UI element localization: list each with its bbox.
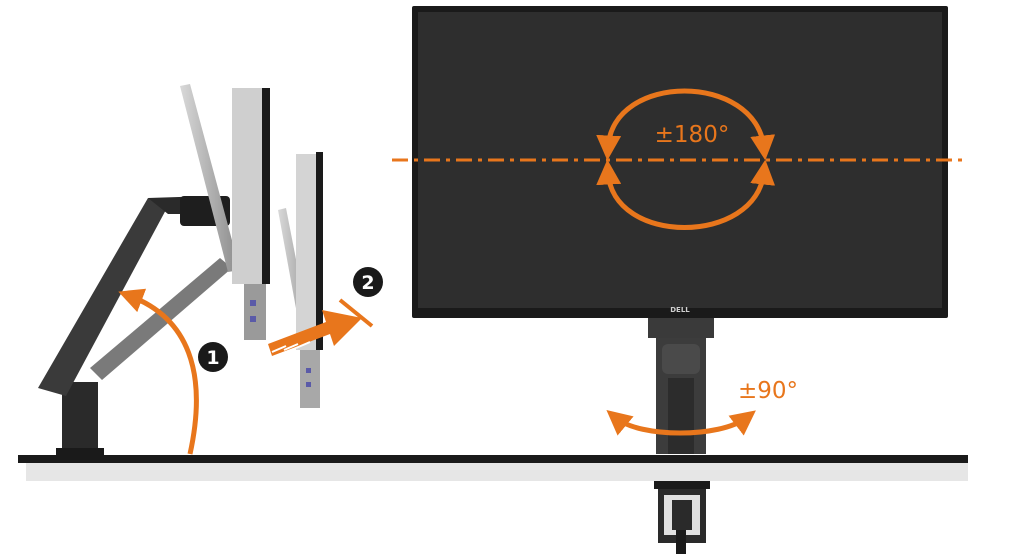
monitor-arm-side-view — [38, 84, 323, 456]
step-two-badge: 2 — [353, 267, 383, 297]
tilt-arrow-icon — [268, 298, 374, 356]
brand-logo: DELL — [670, 306, 690, 314]
desk-surface — [18, 455, 968, 481]
lift-arc-icon — [118, 288, 199, 455]
swivel-arrows-icon — [606, 410, 756, 436]
step-one-label: 1 — [206, 347, 219, 369]
rotate-arrows-icon — [596, 88, 776, 230]
step-two-label: 2 — [361, 272, 374, 294]
step-one-badge: 1 — [198, 342, 228, 372]
swivel-label: ±90° — [738, 378, 798, 404]
rotation-label: ±180° — [655, 122, 730, 148]
